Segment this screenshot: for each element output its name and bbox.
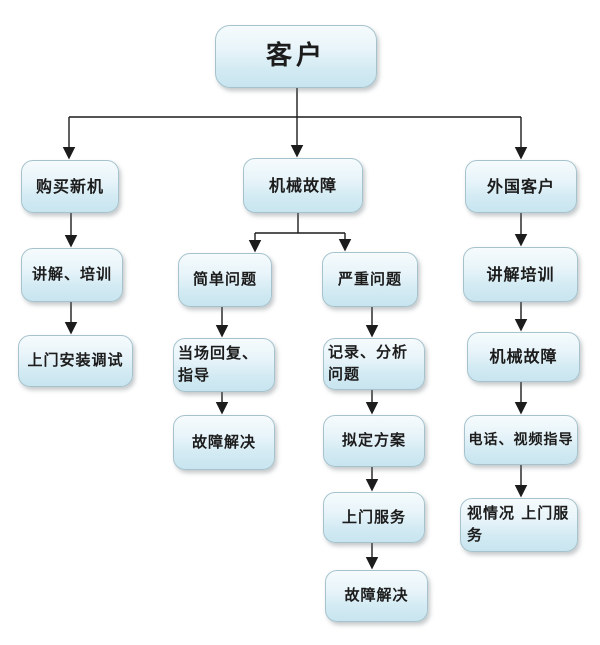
node-onsite-install: 上门安装调试 bbox=[18, 335, 133, 387]
node-explain-training-right: 讲解培训 bbox=[463, 247, 578, 302]
node-customer: 客户 bbox=[215, 25, 377, 88]
node-simple-problem: 简单问题 bbox=[178, 253, 272, 307]
node-draft-plan-label: 拟定方案 bbox=[341, 431, 406, 450]
node-mechanical-fault: 机械故障 bbox=[243, 158, 363, 213]
node-fault-solved-serious-label: 故障解决 bbox=[344, 586, 409, 605]
node-record-analyze: 记录、分析问题 bbox=[323, 338, 425, 390]
node-fault-solved-simple: 故障解决 bbox=[173, 415, 275, 470]
node-explain-training-left: 讲解、培训 bbox=[21, 248, 123, 302]
node-buy-new-machine-label: 购买新机 bbox=[35, 176, 104, 196]
node-onsite-reply-label: 当场回复、指导 bbox=[178, 344, 259, 384]
node-onsite-service-label: 上门服务 bbox=[341, 507, 406, 526]
node-foreign-customer: 外国客户 bbox=[465, 160, 577, 213]
node-explain-training-right-label: 讲解培训 bbox=[486, 264, 555, 284]
node-customer-label: 客户 bbox=[265, 40, 326, 71]
node-serious-problem: 严重问题 bbox=[322, 252, 418, 307]
node-onsite-service: 上门服务 bbox=[323, 492, 425, 543]
node-record-analyze-label: 记录、分析问题 bbox=[328, 343, 409, 383]
node-fault-solved-simple-label: 故障解决 bbox=[191, 432, 256, 451]
node-draft-plan: 拟定方案 bbox=[323, 415, 425, 467]
node-onsite-install-label: 上门安装调试 bbox=[27, 351, 124, 370]
node-mechanical-fault-right-label: 机械故障 bbox=[489, 347, 558, 367]
node-serious-problem-label: 严重问题 bbox=[337, 269, 402, 288]
node-mechanical-fault-right: 机械故障 bbox=[467, 332, 580, 382]
node-explain-training-left-label: 讲解、培训 bbox=[31, 265, 112, 284]
node-foreign-customer-label: 外国客户 bbox=[486, 176, 555, 196]
node-phone-video-label: 电话、视频指导 bbox=[468, 431, 574, 448]
node-mechanical-fault-label: 机械故障 bbox=[268, 175, 337, 195]
node-phone-video: 电话、视频指导 bbox=[464, 415, 578, 465]
node-onsite-reply: 当场回复、指导 bbox=[173, 338, 275, 392]
node-fault-solved-serious: 故障解决 bbox=[325, 570, 428, 622]
node-situational-onsite: 视情况 上门服务 bbox=[460, 498, 578, 552]
node-simple-problem-label: 简单问题 bbox=[192, 270, 257, 289]
node-situational-onsite-label: 视情况 上门服务 bbox=[467, 504, 570, 544]
node-buy-new-machine: 购买新机 bbox=[21, 160, 119, 213]
